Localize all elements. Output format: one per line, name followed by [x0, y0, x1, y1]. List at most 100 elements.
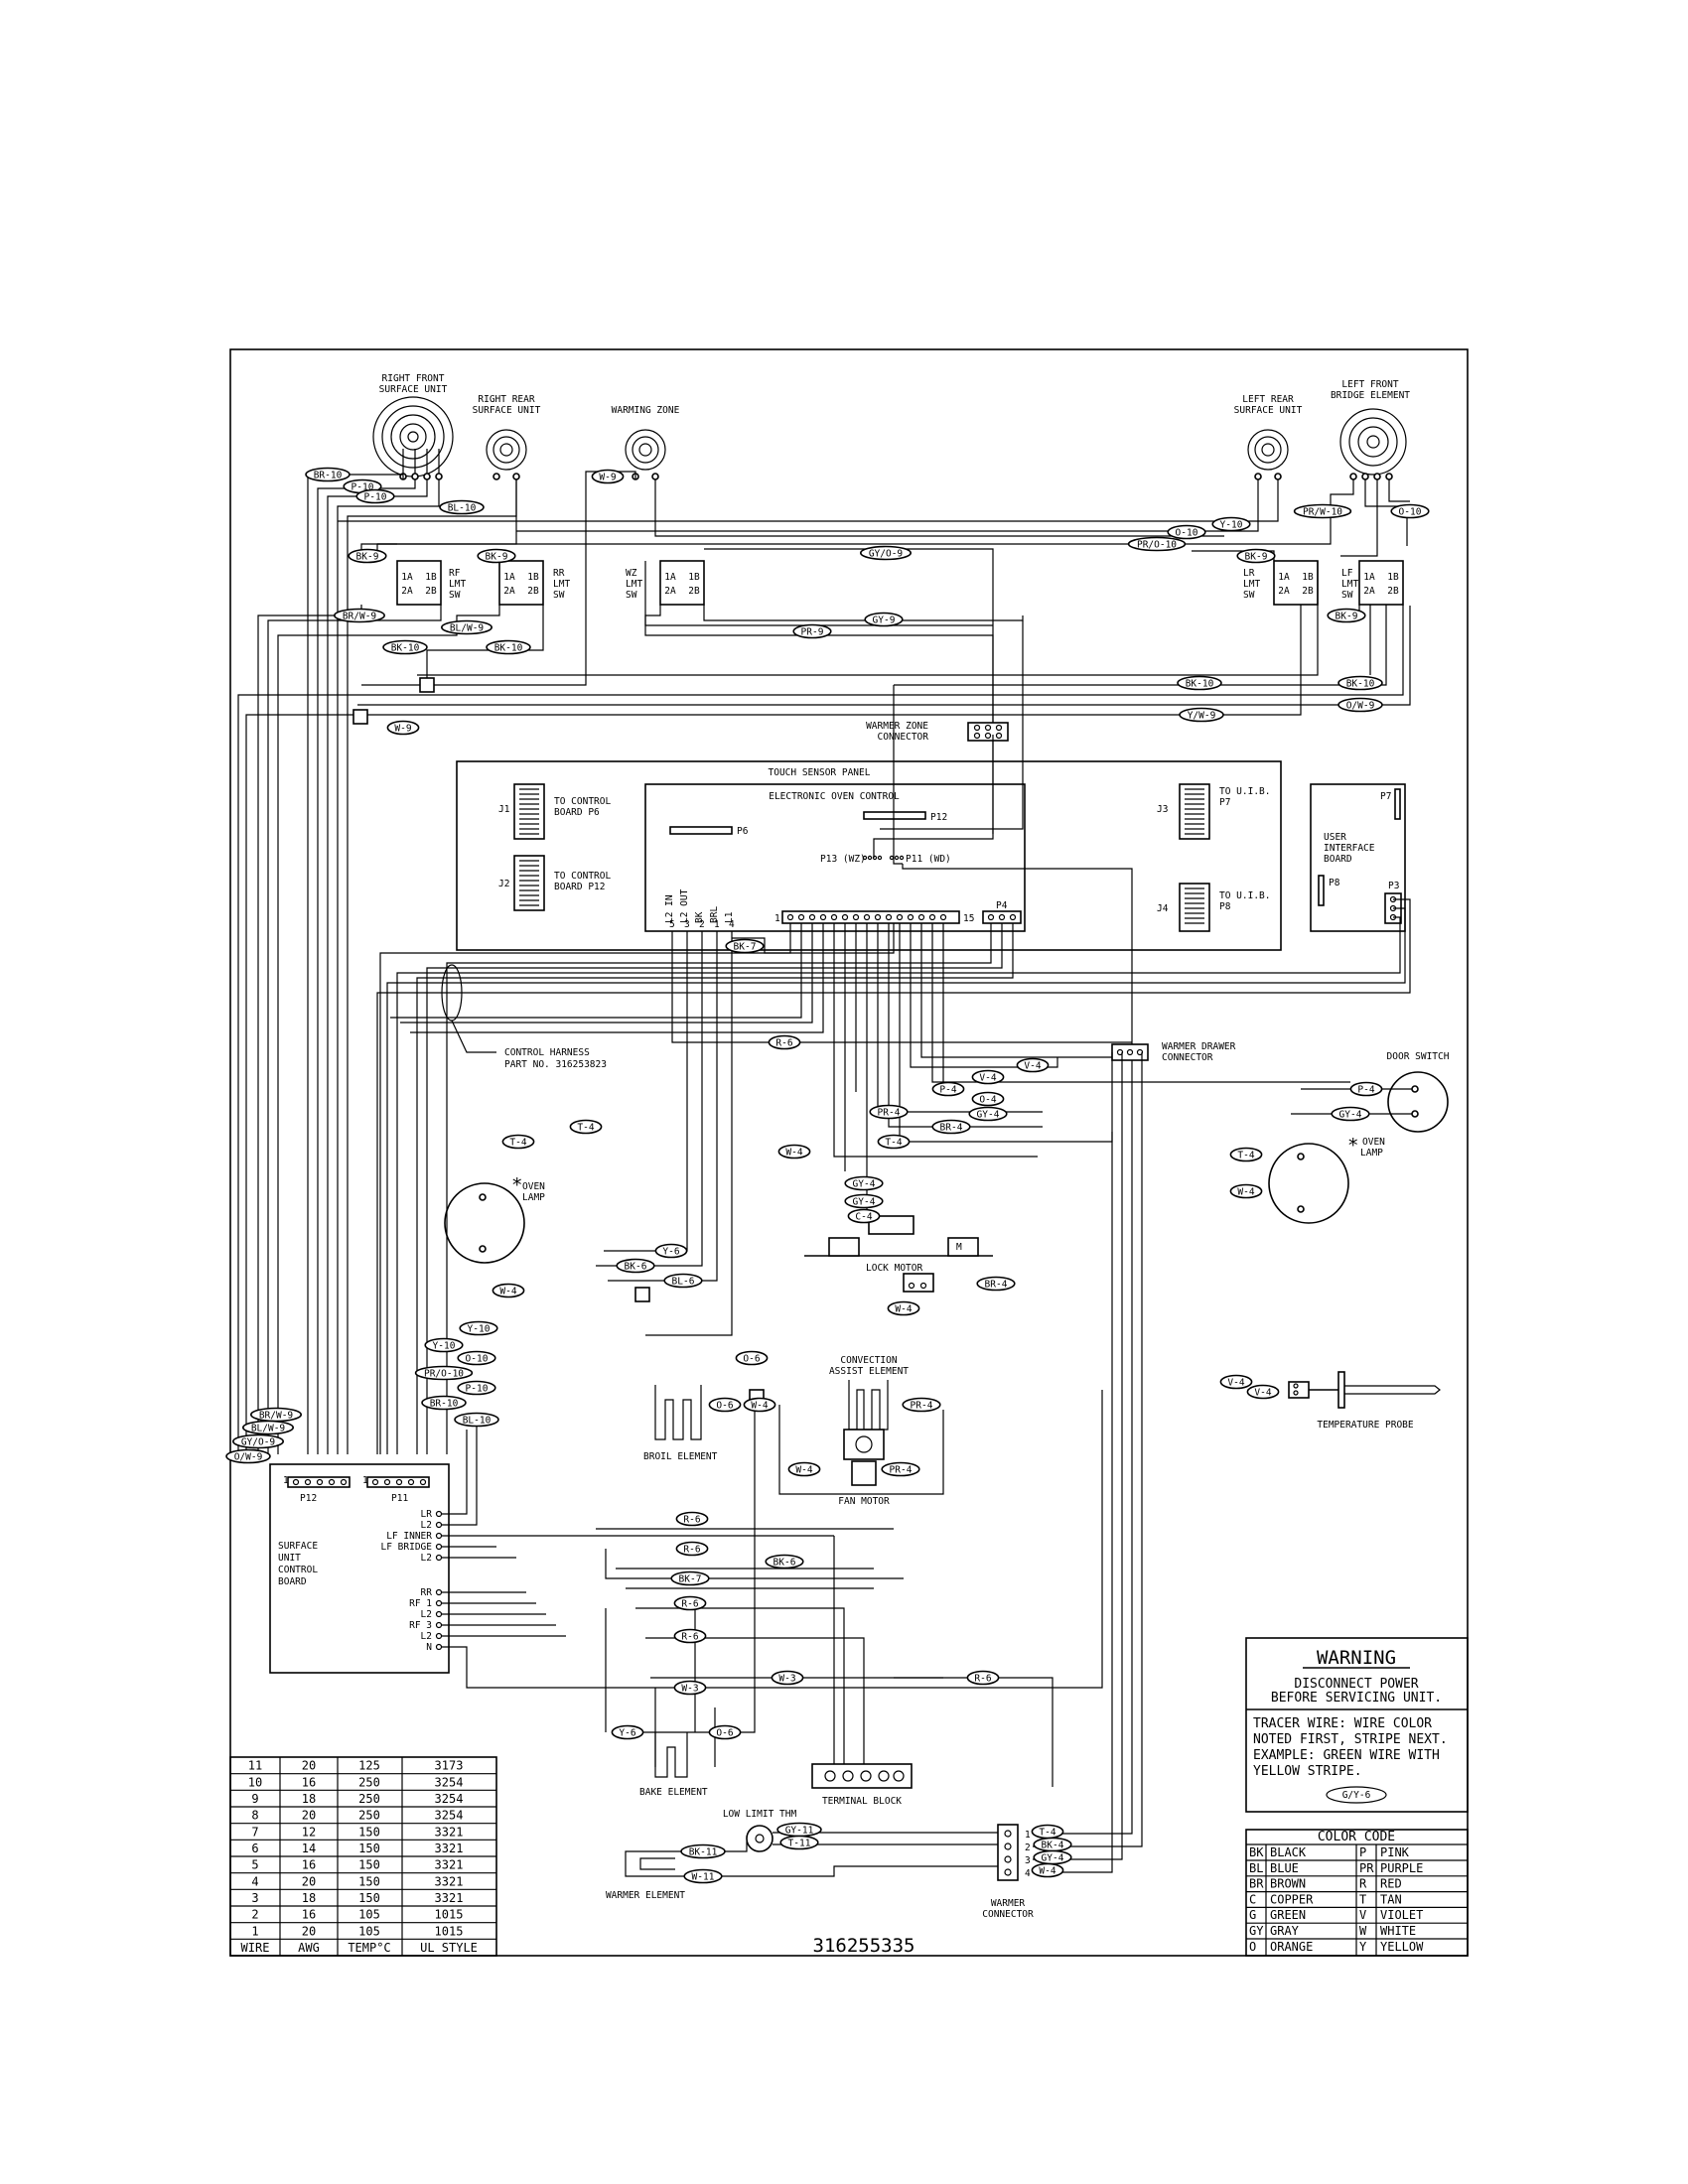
wire-table-cell: 2 — [251, 1908, 258, 1922]
color-code-cell: BROWN — [1270, 1877, 1306, 1891]
wire-tag: W-4 — [743, 1397, 776, 1413]
color-code-cell: BL — [1249, 1861, 1263, 1875]
color-code-cell: T — [1359, 1892, 1366, 1906]
svg-text:RIGHT FRONT: RIGHT FRONT — [382, 373, 445, 384]
wire-tag: BK-9 — [348, 548, 387, 564]
wire-tag-label: T-11 — [788, 1839, 811, 1849]
svg-text:CONNECTOR: CONNECTOR — [878, 732, 929, 743]
warmer-drawer-connector[interactable]: WARMER DRAWER CONNECTOR — [1111, 1041, 1236, 1063]
svg-text:1B: 1B — [1302, 572, 1314, 583]
svg-text:LF BRIDGE: LF BRIDGE — [381, 1542, 433, 1553]
wire-tag-label: PR/O-10 — [1137, 540, 1177, 551]
svg-text:L2: L2 — [421, 1553, 432, 1564]
svg-text:BAKE ELEMENT: BAKE ELEMENT — [639, 1787, 708, 1798]
wire-tag-label: BR-10 — [430, 1399, 459, 1410]
rr-limit-switch: 1A 1B 2A 2B RR LMT SW — [498, 560, 570, 606]
svg-text:L2: L2 — [421, 1609, 432, 1620]
wire-tag: BK-10 — [1177, 675, 1222, 691]
wire-tag: Y-10 — [459, 1320, 498, 1336]
wire-table-header: TEMP°C — [348, 1941, 390, 1955]
wire-tag-label: P-10 — [364, 492, 387, 503]
wire-tag: GY-4 — [844, 1193, 884, 1209]
wire-tag: W-4 — [1229, 1183, 1263, 1199]
wire-tag-label: BK-9 — [1336, 612, 1358, 622]
svg-text:2A: 2A — [503, 586, 515, 597]
wire-tag: BR-10 — [421, 1395, 467, 1411]
wire-tag-label: BK-6 — [774, 1558, 796, 1569]
svg-text:BOARD P6: BOARD P6 — [554, 807, 600, 818]
svg-text:BRL: BRL — [709, 906, 720, 923]
wire-tag-label: BR/W-9 — [259, 1411, 294, 1422]
wire-tag: R-6 — [966, 1670, 1000, 1686]
svg-text:FAN MOTOR: FAN MOTOR — [838, 1496, 890, 1507]
wire-tag-label: GY-4 — [977, 1110, 1000, 1121]
wire-tag-label: GY-4 — [853, 1179, 876, 1190]
wire-tag: W-4 — [492, 1283, 525, 1298]
svg-text:SW: SW — [553, 590, 565, 601]
svg-text:CONNECTOR: CONNECTOR — [1162, 1052, 1213, 1063]
wire-tag: BR-4 — [931, 1119, 971, 1135]
wire-tag: BK-4 — [1033, 1837, 1072, 1852]
wire-tag: O-6 — [708, 1724, 742, 1740]
wire-table-cell: 16 — [302, 1858, 316, 1872]
user-interface-board: P7 USER INTERFACE BOARD P8 P3 — [1310, 783, 1406, 932]
color-code-cell: Y — [1359, 1940, 1367, 1954]
svg-text:2B: 2B — [527, 586, 539, 597]
wire-tag: BK-7 — [670, 1570, 710, 1586]
fan-motor: FAN MOTOR — [838, 1429, 890, 1507]
color-code-cell: G — [1249, 1908, 1256, 1922]
wire-tag: O-6 — [708, 1397, 742, 1413]
wire-table-cell: 1015 — [435, 1908, 464, 1922]
wire-tag-label: PR-9 — [801, 627, 824, 638]
wire-tag-label: R-6 — [683, 1545, 700, 1556]
svg-text:N: N — [426, 1642, 432, 1653]
lock-motor: M LOCK MOTOR — [804, 1215, 993, 1293]
svg-text:SW: SW — [1341, 590, 1353, 601]
wire-table-cell: 150 — [358, 1874, 380, 1888]
wire-tag-label: BK-10 — [1186, 679, 1214, 690]
svg-text:P13 (WZ): P13 (WZ) — [820, 854, 866, 865]
wire-table-cell: 18 — [302, 1891, 316, 1905]
wire-table-cell: 3321 — [435, 1874, 464, 1888]
color-code-cell: PR — [1359, 1861, 1374, 1875]
svg-text:2B: 2B — [425, 586, 437, 597]
wire-table-cell: 3321 — [435, 1842, 464, 1855]
terminal-block: TERMINAL BLOCK — [811, 1763, 913, 1807]
wire-tag: R-6 — [675, 1541, 709, 1557]
warmer-connector[interactable]: 1 2 3 4 WARMER CONNECTOR — [982, 1052, 1143, 1920]
wire-tag: O/W-9 — [225, 1448, 271, 1464]
wire-tag-label: P-10 — [352, 482, 374, 493]
svg-text:LR: LR — [421, 1509, 433, 1520]
wire-tag-label: W-3 — [681, 1684, 698, 1695]
wire-tag: BK-9 — [1236, 548, 1276, 564]
wire-tag: PR/O-10 — [414, 1365, 474, 1381]
warmer-zone-connector[interactable]: WARMER ZONE CONNECTOR — [866, 721, 1009, 743]
wire-tag-label: BK-7 — [734, 942, 757, 953]
wire-tag-label: GY-4 — [853, 1197, 876, 1208]
wire-tag: PR/W-10 — [1293, 503, 1352, 519]
svg-text:RR: RR — [421, 1587, 433, 1598]
wire-tag-label: W-4 — [795, 1465, 812, 1476]
wire-tag: BK-10 — [1337, 675, 1383, 691]
svg-text:3: 3 — [684, 919, 690, 930]
wire-table-cell: 105 — [358, 1908, 380, 1922]
wire-table-cell: 8 — [251, 1809, 258, 1823]
svg-text:LAMP: LAMP — [1360, 1148, 1383, 1159]
wire-tag: Y-10 — [1211, 516, 1251, 532]
svg-text:PART NO. 316253823: PART NO. 316253823 — [504, 1059, 607, 1070]
wire-tag-label: BL-10 — [448, 503, 477, 514]
wire-tag-label: W-3 — [778, 1674, 795, 1685]
svg-text:M: M — [956, 1242, 962, 1253]
svg-text:1: 1 — [362, 1475, 368, 1486]
svg-text:LMT: LMT — [1243, 579, 1260, 590]
svg-text:1: 1 — [283, 1475, 289, 1486]
wire-tag: PR-4 — [869, 1104, 909, 1120]
wire-table-header: AWG — [298, 1941, 320, 1955]
wire-tag: T-4 — [569, 1119, 603, 1135]
left-rear-surface-unit: LEFT REAR SURFACE UNIT — [1234, 394, 1303, 480]
svg-text:1B: 1B — [527, 572, 539, 583]
wire-tag-label: BR-4 — [940, 1123, 963, 1134]
wire-tag-label: R-6 — [683, 1515, 700, 1526]
svg-text:RF 3: RF 3 — [409, 1620, 432, 1631]
